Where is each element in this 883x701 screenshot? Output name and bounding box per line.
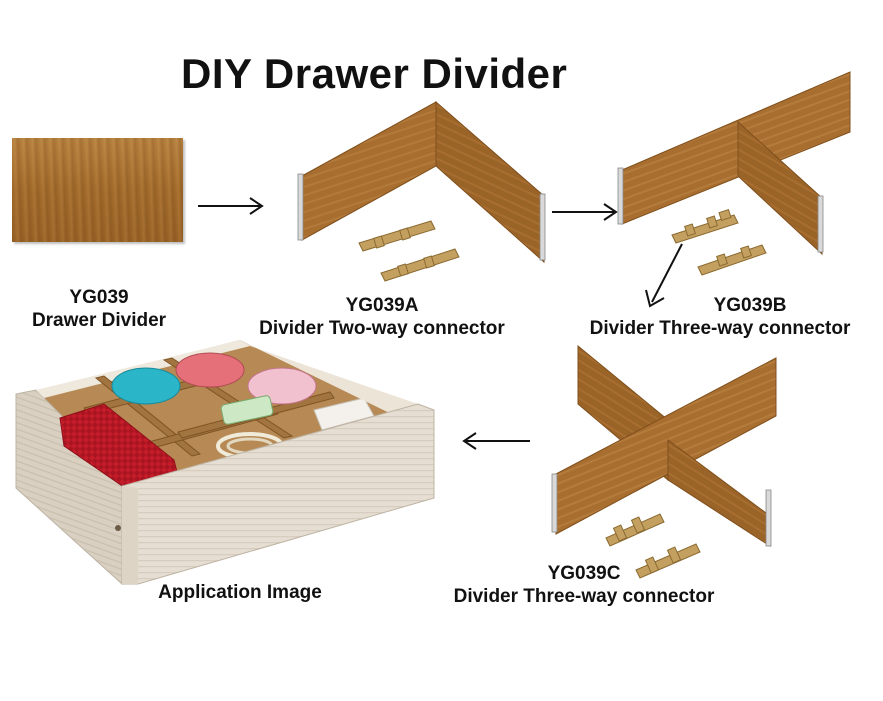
product-code: YG039C <box>547 563 621 584</box>
two-way-connector-image <box>358 220 460 282</box>
product-code: YG039A <box>345 295 419 316</box>
product-label-yg039b: YG039B Divider Three-way connector <box>560 294 880 340</box>
page-title: DIY Drawer Divider <box>181 50 568 97</box>
product-label-yg039a: YG039A Divider Two-way connector <box>226 294 538 340</box>
three-way-connector-b-image <box>671 209 767 276</box>
product-code: YG039 <box>69 287 129 308</box>
application-image-label: Application Image <box>158 582 322 603</box>
diagonal-arrow-icon <box>645 243 683 308</box>
left-arrow-icon <box>462 432 530 450</box>
drawer-divider-board-image <box>12 138 183 242</box>
product-label-yg039c: YG039C Divider Three-way connector <box>420 562 748 608</box>
product-code: YG039B <box>713 295 787 316</box>
two-way-divider-image <box>297 100 546 264</box>
product-name: Divider Two-way connector <box>259 318 505 339</box>
right-arrow-icon <box>552 203 618 221</box>
product-name: Drawer Divider <box>31 310 167 331</box>
product-label-yg039: YG039 Drawer Divider <box>16 286 182 332</box>
right-arrow-icon <box>198 197 264 215</box>
three-way-connector-c-image <box>605 513 701 579</box>
product-name: Divider Three-way connector <box>453 586 715 607</box>
cross-divider-image <box>551 344 777 547</box>
application-drawer-image <box>15 340 435 586</box>
three-way-t-divider-image <box>617 71 851 256</box>
product-name: Divider Three-way connector <box>589 318 851 339</box>
